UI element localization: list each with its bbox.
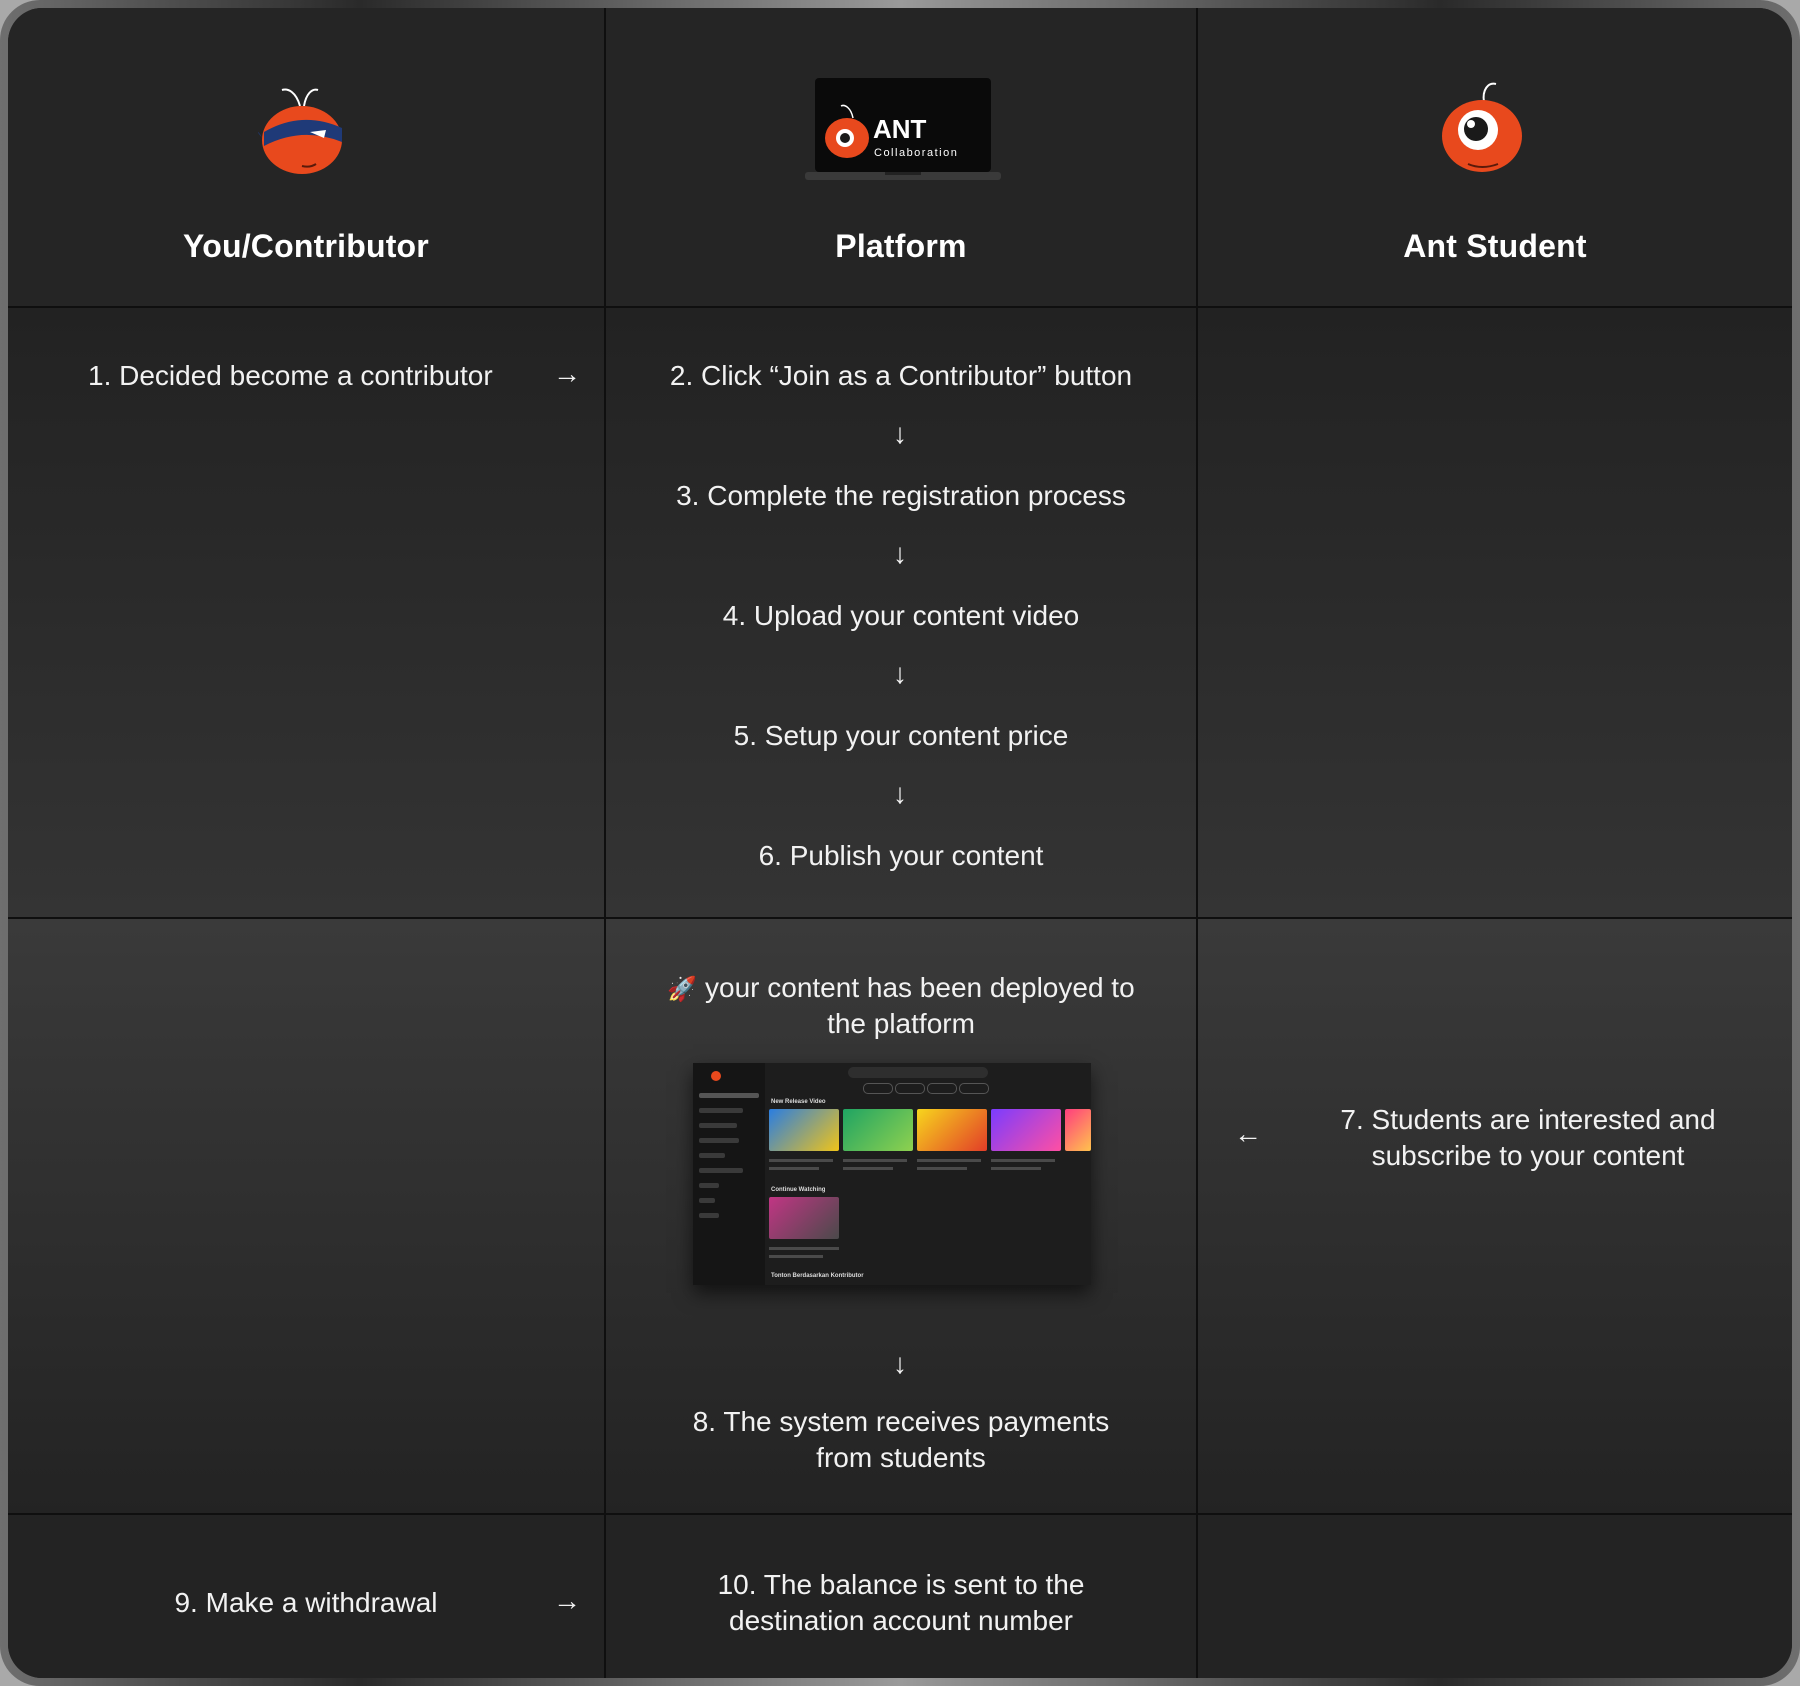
- step-8-line-1: 8. The system receives payments: [692, 1406, 1110, 1437]
- step-5: 5. Setup your content price: [733, 720, 1069, 751]
- screenshot-text-line: [769, 1255, 823, 1258]
- flow-diagram: ANT Collaboration You/Contributor Platfo…: [8, 8, 1792, 1678]
- screenshot-nav-item: [699, 1183, 719, 1188]
- arrow-down-icon: ↓: [893, 418, 907, 449]
- ant-collaboration-laptop-logo: ANT Collaboration: [805, 78, 1001, 180]
- screenshot-nav-item: [699, 1138, 739, 1143]
- step-10-line-1: 10. The balance is sent to the: [717, 1569, 1085, 1600]
- screenshot-nav-item: [699, 1198, 715, 1203]
- divider: [8, 1513, 1792, 1515]
- arrow-left-icon: ←: [1234, 1118, 1262, 1149]
- screenshot-nav-item: [699, 1123, 737, 1128]
- screenshot-thumbnail: [917, 1109, 987, 1151]
- screenshot-text-line: [843, 1159, 907, 1162]
- screenshot-text-line: [917, 1167, 967, 1170]
- deployed-line-2: the platform: [827, 1008, 975, 1039]
- screenshot-logo-icon: [711, 1071, 721, 1081]
- step-8-line-2: from students: [816, 1442, 986, 1473]
- screenshot-text-line: [769, 1159, 833, 1162]
- logo-brand: ANT: [873, 114, 927, 144]
- screenshot-nav-item: [699, 1213, 719, 1218]
- arrow-right-icon: →: [553, 1585, 581, 1616]
- screenshot-text-line: [769, 1247, 839, 1250]
- screenshot-sidebar: [693, 1063, 765, 1285]
- screenshot-nav-item: [699, 1108, 743, 1113]
- arrow-right-icon: →: [553, 358, 581, 389]
- column-heading-platform: Platform: [835, 228, 967, 264]
- step-2: 2. Click “Join as a Contributor” button: [669, 360, 1133, 391]
- screenshot-text-line: [843, 1167, 893, 1170]
- steps-row: [8, 308, 1792, 918]
- screenshot-filter-pill: [959, 1083, 989, 1094]
- screenshot-filter-pill: [895, 1083, 925, 1094]
- screenshot-nav-item: [699, 1168, 743, 1173]
- step-3: 3. Complete the registration process: [676, 480, 1126, 511]
- divider: [8, 306, 1792, 308]
- screenshot-contributor-label: Tonton Berdasarkan Kontributor: [771, 1273, 864, 1279]
- screenshot-text-line: [917, 1159, 981, 1162]
- screenshot-thumbnail: [843, 1109, 913, 1151]
- logo-subtitle: Collaboration: [874, 147, 958, 159]
- screenshot-continue-label: Continue Watching: [771, 1187, 826, 1193]
- step-4: 4. Upload your content video: [722, 600, 1080, 631]
- arrow-down-icon: ↓: [893, 1348, 907, 1379]
- column-heading-student: Ant Student: [1403, 228, 1587, 264]
- column-heading-contributor: You/Contributor: [183, 228, 429, 264]
- screenshot-nav-item: [699, 1093, 759, 1098]
- screenshot-text-line: [769, 1167, 819, 1170]
- platform-screenshot: New Release Video Continue Watching Tont…: [693, 1063, 1091, 1285]
- divider: [8, 917, 1792, 919]
- screenshot-filter-pill: [863, 1083, 893, 1094]
- withdraw-row: [8, 1515, 1792, 1678]
- screenshot-thumbnail: [769, 1197, 839, 1239]
- arrow-down-icon: ↓: [893, 538, 907, 569]
- rocket-icon: 🚀: [667, 976, 698, 1003]
- divider: [604, 8, 606, 1678]
- screenshot-search: [848, 1067, 988, 1078]
- arrow-down-icon: ↓: [893, 658, 907, 689]
- step-1: 1. Decided become a contributor: [88, 360, 493, 391]
- screenshot-thumbnail: [769, 1109, 839, 1151]
- screenshot-text-line: [991, 1167, 1041, 1170]
- deployed-line-1: 🚀 your content has been deployed to: [606, 970, 1196, 1008]
- screenshot-thumbnail: [1065, 1109, 1091, 1151]
- screenshot-nav-item: [699, 1153, 725, 1158]
- ninja-ant-icon: [258, 88, 342, 174]
- step-7-line-2: subscribe to your content: [1371, 1140, 1685, 1171]
- divider: [1196, 8, 1198, 1678]
- ant-student-icon: [1442, 82, 1522, 172]
- step-9: 9. Make a withdrawal: [174, 1587, 438, 1618]
- screenshot-filter-pill: [927, 1083, 957, 1094]
- arrow-down-icon: ↓: [893, 778, 907, 809]
- step-7-line-1: 7. Students are interested and: [1340, 1104, 1716, 1135]
- screenshot-text-line: [991, 1159, 1055, 1162]
- screenshot-thumbnail: [991, 1109, 1061, 1151]
- step-6: 6. Publish your content: [758, 840, 1044, 871]
- screenshot-new-release-label: New Release Video: [771, 1099, 826, 1105]
- deployed-text: your content has been deployed to: [705, 972, 1135, 1003]
- step-10-line-2: destination account number: [729, 1605, 1073, 1636]
